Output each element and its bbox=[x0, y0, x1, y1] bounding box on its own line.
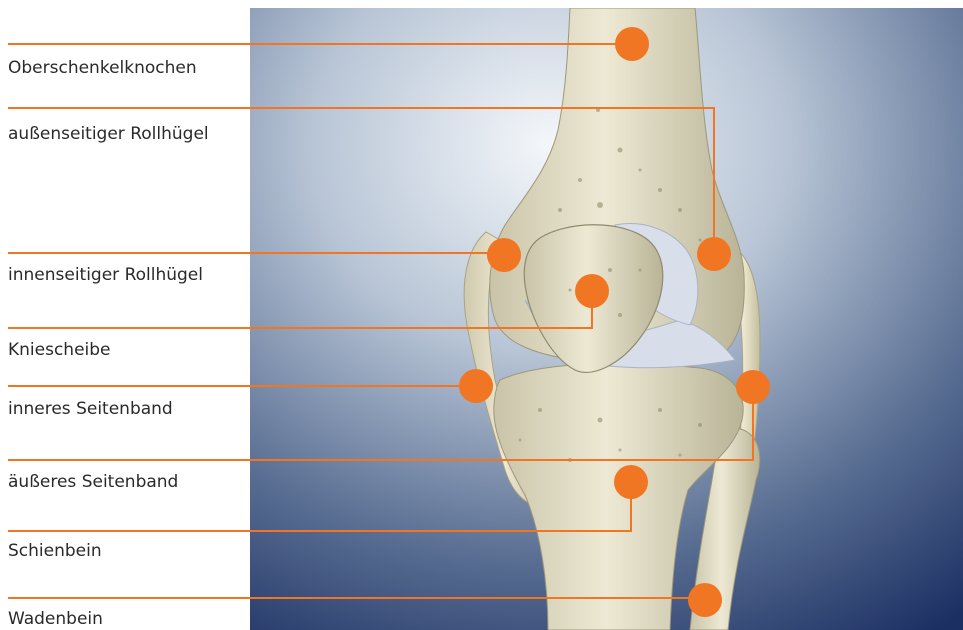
marker-patella bbox=[575, 274, 609, 308]
label-mcl: inneres Seitenband bbox=[8, 399, 173, 419]
marker-medial-condyle bbox=[487, 238, 521, 272]
marker-lcl bbox=[736, 370, 770, 404]
label-fibula: Wadenbein bbox=[8, 609, 103, 629]
marker-tibia bbox=[614, 465, 648, 499]
marker-lateral-condyle bbox=[697, 237, 731, 271]
label-tibia: Schienbein bbox=[8, 541, 102, 561]
marker-femur bbox=[615, 27, 649, 61]
label-patella: Kniescheibe bbox=[8, 340, 111, 360]
marker-mcl bbox=[459, 369, 493, 403]
label-lcl: äußeres Seitenband bbox=[8, 472, 178, 492]
label-medial-condyle: innenseitiger Rollhügel bbox=[8, 265, 203, 285]
marker-fibula bbox=[688, 583, 722, 617]
label-lateral-condyle: außenseitiger Rollhügel bbox=[8, 124, 209, 144]
label-femur: Oberschenkelknochen bbox=[8, 58, 197, 78]
